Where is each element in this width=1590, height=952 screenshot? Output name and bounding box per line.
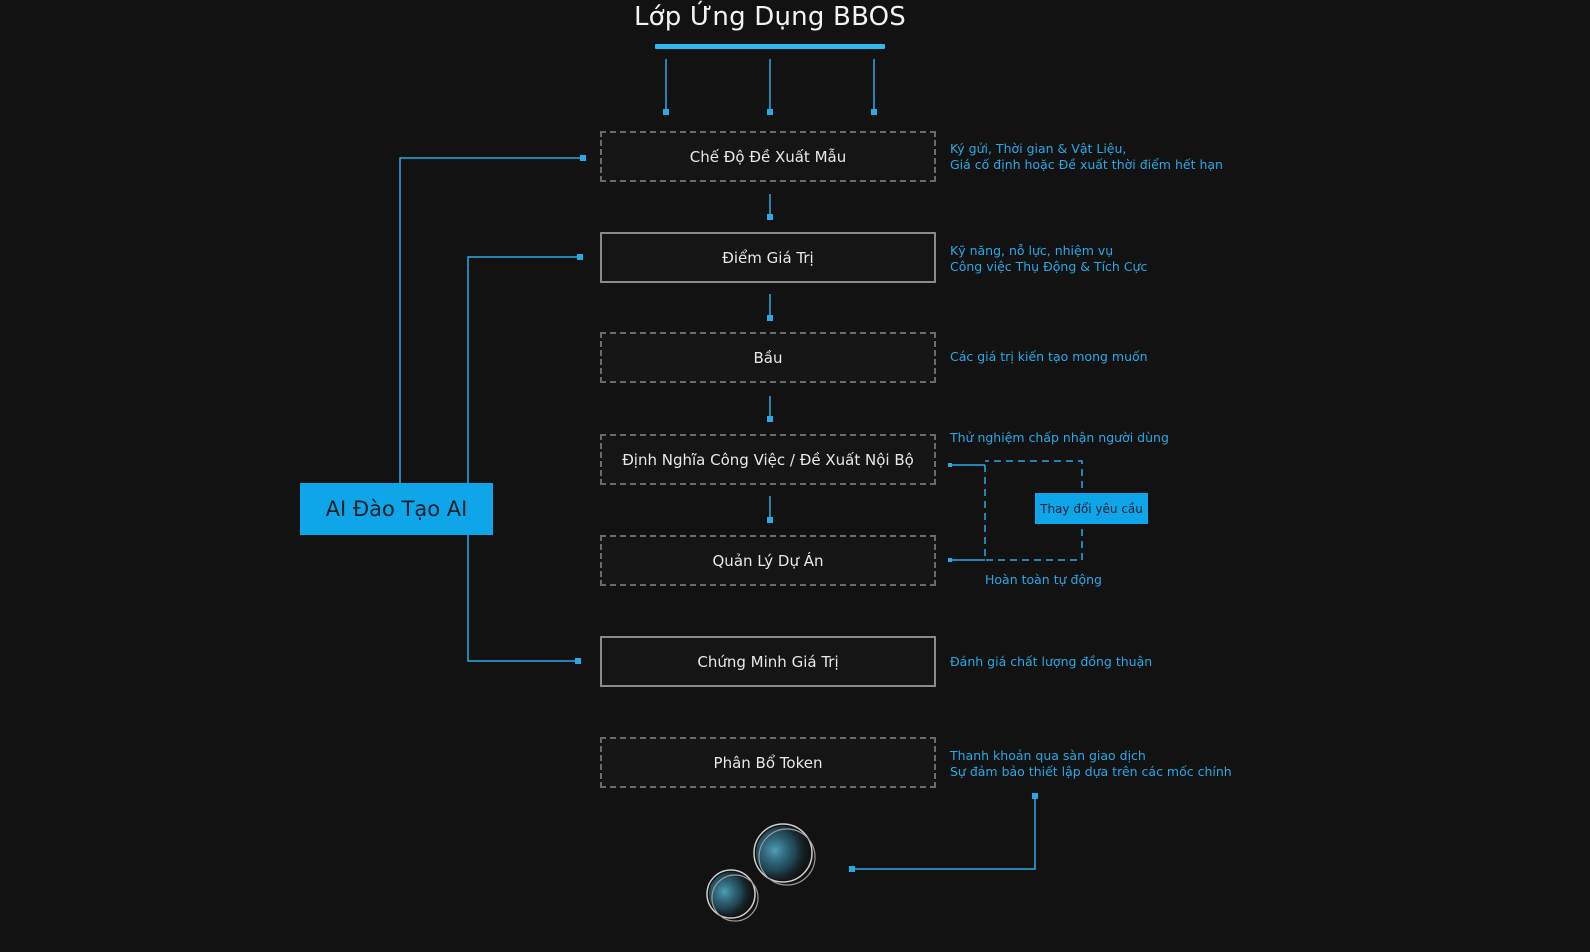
- connector-node: [767, 315, 773, 321]
- bubble-graphic: [706, 823, 816, 922]
- note-line: Hoàn toàn tự động: [985, 572, 1102, 587]
- step-box-token-allocation: Phân Bổ Token: [600, 737, 936, 788]
- step-box-proposal-mode: Chế Độ Đề Xuất Mẫu: [600, 131, 936, 182]
- connector-node: [767, 517, 773, 523]
- diagram-title: Lớp Ứng Dụng BBOS: [633, 2, 907, 32]
- note-line: Giá cố định hoặc Đề xuất thời điểm hết h…: [950, 157, 1223, 172]
- step-label: Quản Lý Dự Án: [712, 551, 824, 570]
- connector-node: [849, 866, 855, 872]
- step-note: Thanh khoản qua sàn giao dịch Sự đảm bảo…: [950, 748, 1232, 780]
- step-label: Điểm Giá Trị: [722, 248, 814, 267]
- note-line: Ký gửi, Thời gian & Vật Liệu,: [950, 141, 1127, 156]
- ai-training-ai-box: AI Đào Tạo AI: [300, 483, 493, 535]
- note-line: Thanh khoản qua sàn giao dịch: [950, 748, 1146, 763]
- step-box-vote: Bầu: [600, 332, 936, 383]
- step-label: Bầu: [753, 348, 783, 367]
- connector-node: [767, 109, 773, 115]
- note-line: Kỹ năng, nỗ lực, nhiệm vụ: [950, 243, 1114, 258]
- connector-node: [948, 558, 952, 562]
- connector-node: [948, 463, 952, 467]
- note-line: Sự đảm bảo thiết lập dựa trên các mốc ch…: [950, 764, 1232, 779]
- connector-node: [663, 109, 669, 115]
- connector-node: [767, 214, 773, 220]
- connector-node: [767, 416, 773, 422]
- step-label: Phân Bổ Token: [713, 753, 823, 772]
- step-note: Đánh giá chất lượng đồng thuận: [950, 654, 1152, 670]
- step-box-proof-of-value: Chứng Minh Giá Trị: [600, 636, 936, 687]
- step-note: Thử nghiệm chấp nhận người dùng: [950, 430, 1169, 446]
- connector-node: [871, 109, 877, 115]
- connector-node: [1032, 793, 1038, 799]
- connector-node: [580, 155, 586, 161]
- connector-line: [467, 535, 578, 662]
- note-line: Đánh giá chất lượng đồng thuận: [950, 654, 1153, 669]
- feedback-loop: [984, 460, 1083, 561]
- note-line: Thử nghiệm chấp nhận người dùng: [950, 430, 1169, 445]
- step-box-value-points: Điểm Giá Trị: [600, 232, 936, 283]
- step-box-project-management: Quản Lý Dự Án: [600, 535, 936, 586]
- step-label: Định Nghĩa Công Việc / Đề Xuất Nội Bộ: [622, 450, 914, 469]
- step-box-work-definition: Định Nghĩa Công Việc / Đề Xuất Nội Bộ: [600, 434, 936, 485]
- step-label: Chế Độ Đề Xuất Mẫu: [689, 147, 847, 166]
- connector-node: [577, 254, 583, 260]
- step-note: Ký gửi, Thời gian & Vật Liệu, Giá cố địn…: [950, 141, 1223, 173]
- connector-line: [467, 256, 580, 483]
- step-note: Kỹ năng, nỗ lực, nhiệm vụ Công việc Thụ …: [950, 243, 1147, 275]
- note-line: Các giá trị kiến tạo mong muốn: [950, 349, 1148, 364]
- title-underline: [655, 44, 885, 49]
- step-note: Hoàn toàn tự động: [985, 572, 1102, 588]
- change-request-box: Thay đổi yêu cầu: [1035, 493, 1148, 524]
- note-line: Công việc Thụ Động & Tích Cực: [950, 259, 1148, 274]
- connector-node: [575, 658, 581, 664]
- connector-line: [852, 796, 1036, 870]
- step-label: Chứng Minh Giá Trị: [697, 652, 839, 671]
- step-note: Các giá trị kiến tạo mong muốn: [950, 349, 1148, 365]
- connector-line: [399, 157, 583, 483]
